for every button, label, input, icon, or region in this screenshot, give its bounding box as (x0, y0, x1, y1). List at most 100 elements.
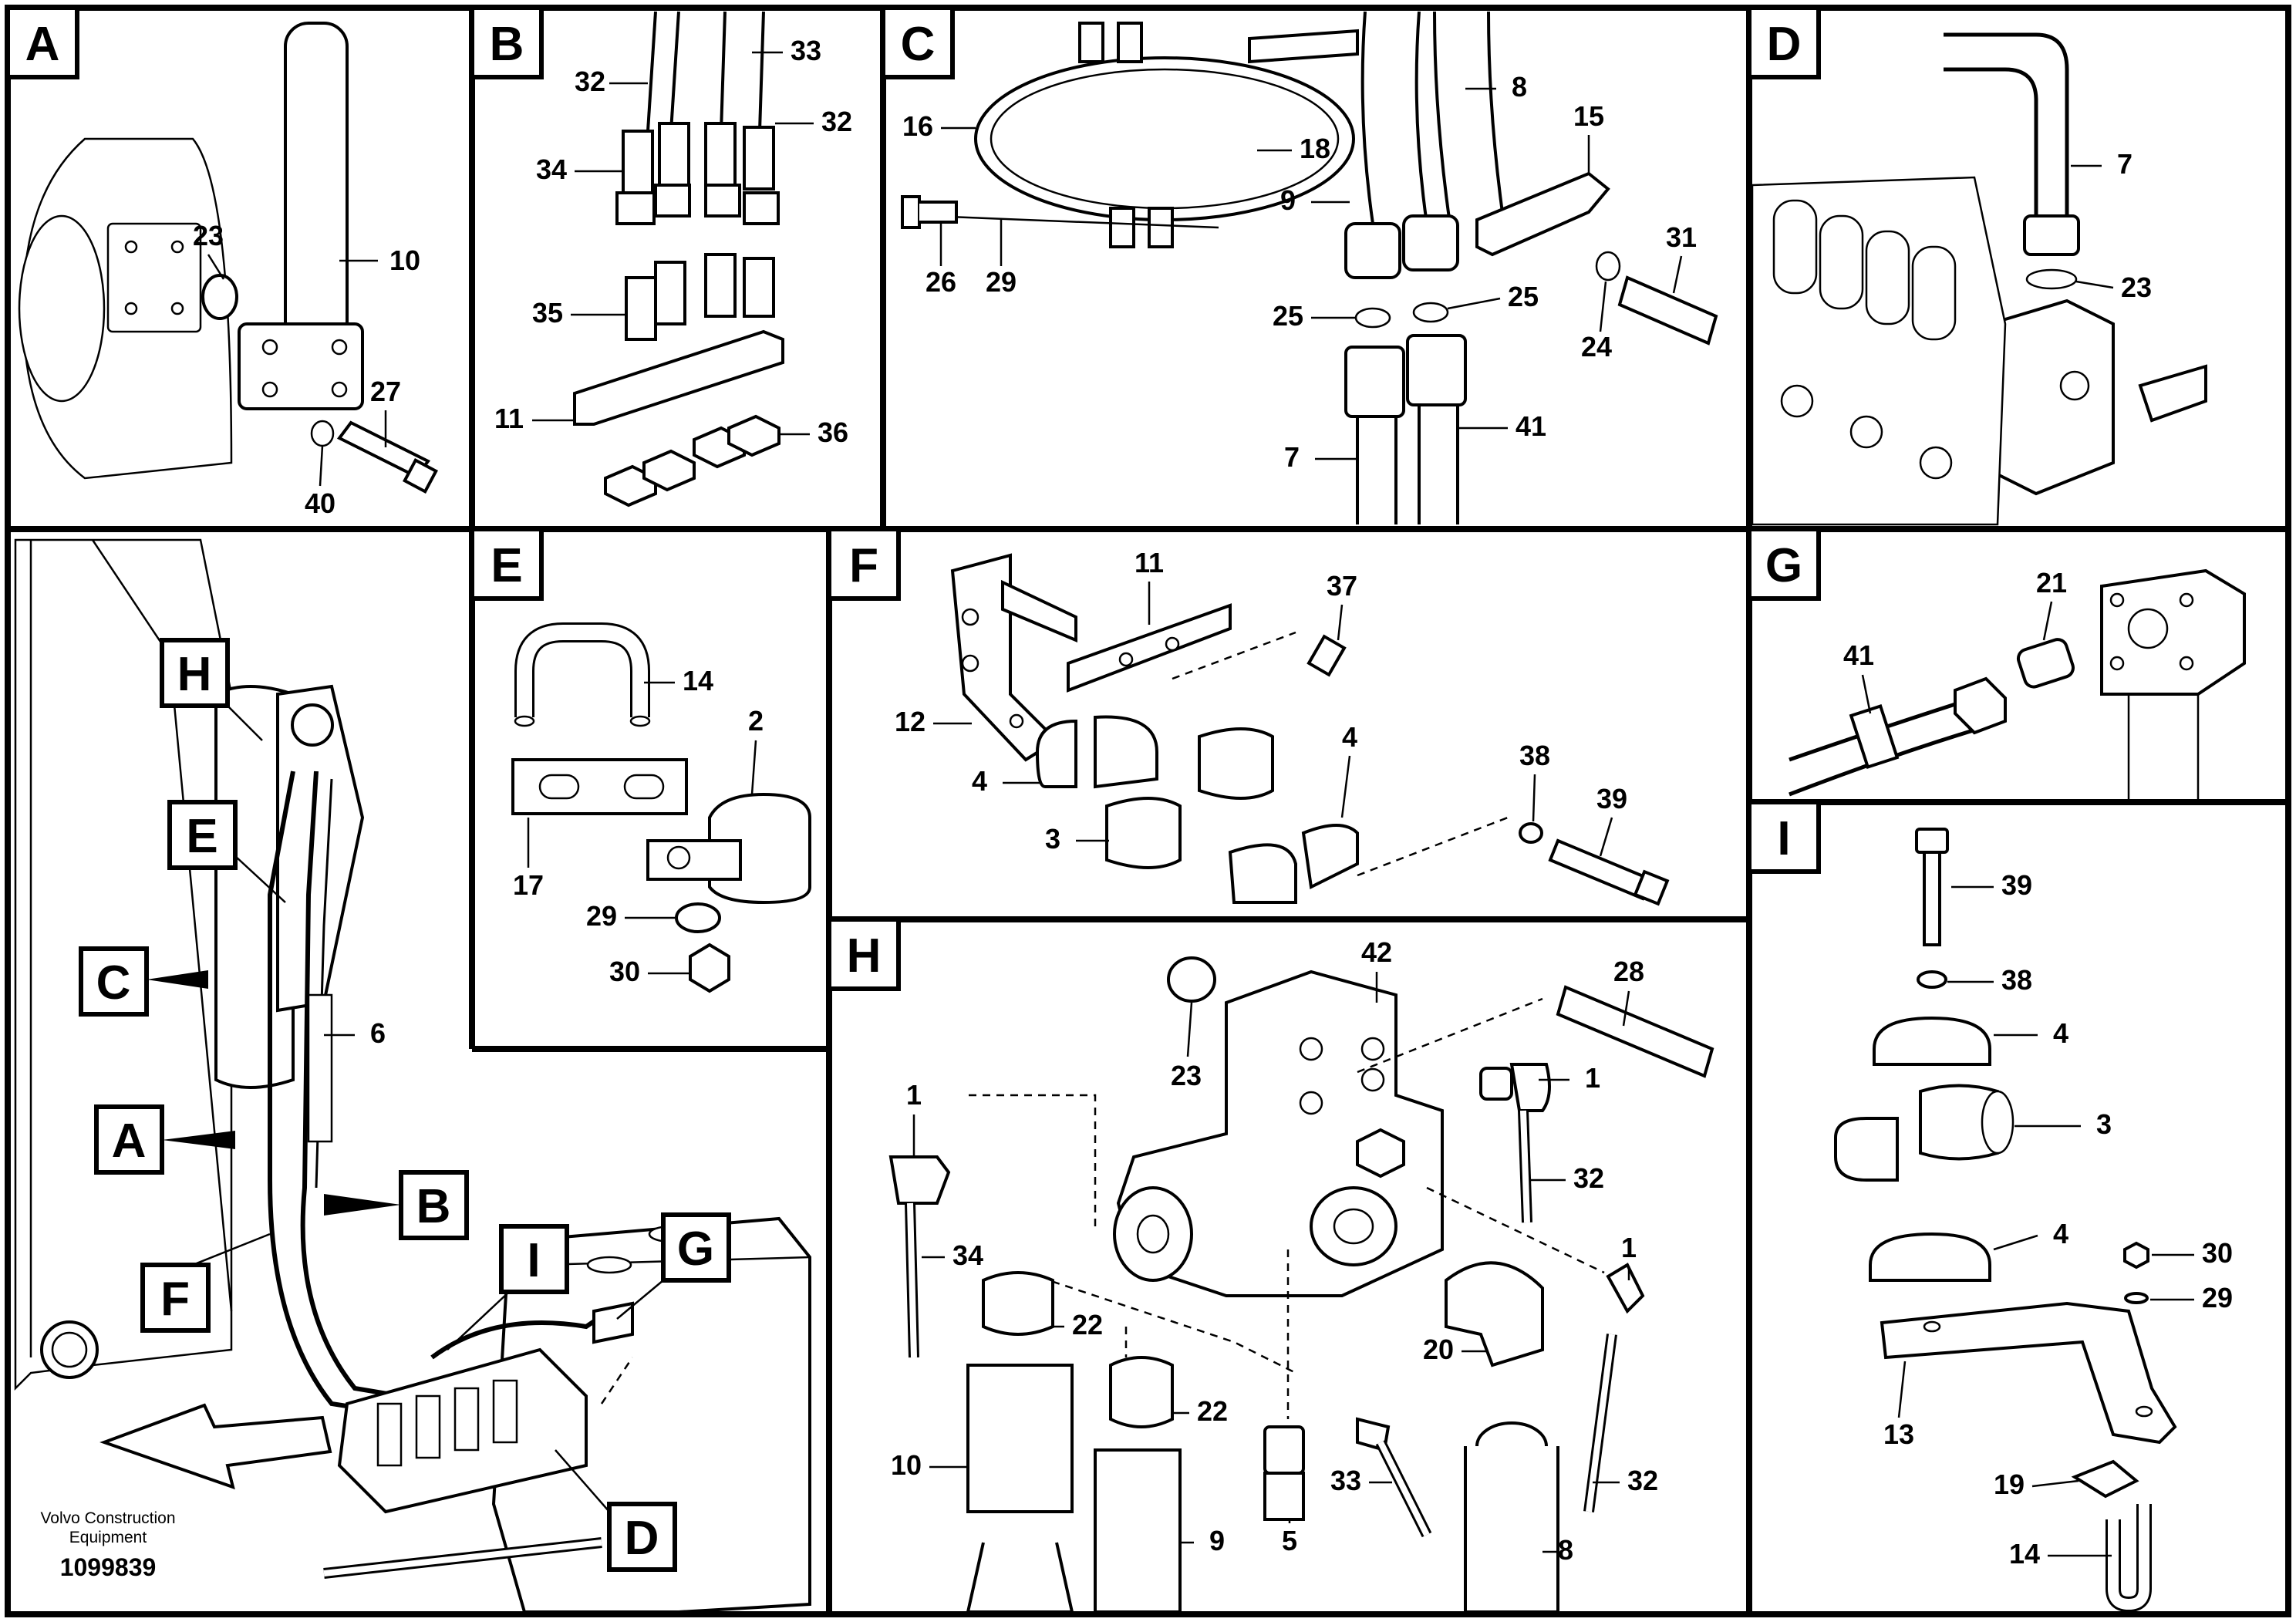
view-label-box (140, 1263, 211, 1333)
callout-label: 4 (972, 765, 987, 797)
callout-label: 39 (2001, 869, 2032, 901)
callout-label: 13 (1883, 1418, 1914, 1450)
callout-label: 21 (2036, 567, 2067, 599)
callout-label: 27 (370, 376, 401, 407)
callout-label: 32 (575, 66, 605, 97)
panel-d-drawing (1751, 32, 2207, 526)
panel-i: I 39 38 4 3 4 (1747, 800, 2233, 1613)
callout-label: 16 (902, 110, 933, 142)
callout-label: 9 (1209, 1525, 1225, 1556)
callout-label: 18 (1300, 133, 1330, 164)
panel-e: E 14 2 17 29 30 (470, 527, 811, 993)
callout-label: 1 (906, 1079, 922, 1111)
panel-a: A 23 10 27 40 (5, 5, 438, 519)
panel-c-letter-box (881, 5, 955, 79)
callout-label: 30 (2202, 1237, 2233, 1269)
footer: Volvo Construction Equipment 1099839 (40, 1509, 175, 1581)
view-label-box (167, 800, 238, 870)
callout-label: 26 (925, 266, 956, 298)
callout-label: 42 (1361, 936, 1392, 968)
callout-label: 25 (1273, 300, 1303, 332)
overview-view-labels: H E C A B F I G D 6 (79, 638, 731, 1572)
callout-label: 14 (683, 665, 713, 696)
drawing-number: 1099839 (60, 1553, 157, 1581)
callout-label: 32 (821, 106, 852, 137)
callout-label: 34 (536, 153, 567, 185)
view-label-box (160, 638, 230, 708)
callout-label: 3 (2096, 1108, 2112, 1140)
callout-label: 4 (2053, 1218, 2068, 1249)
arrow-icon (162, 1131, 235, 1149)
callout-label: 3 (1045, 823, 1060, 855)
panel-c-callouts: 16 18 8 15 26 29 9 25 25 24 31 7 41 (902, 71, 1697, 473)
panel-a-letter: A (25, 18, 60, 71)
panel-g-letter: G (1765, 539, 1802, 592)
panel-g-callouts: 21 41 (1843, 567, 2067, 714)
panel-c: C 16 18 (881, 5, 1718, 524)
arrow-icon (147, 970, 208, 989)
panel-b-letter: B (490, 18, 524, 71)
panel-f-letter: F (849, 539, 878, 592)
callout-label: 35 (532, 297, 563, 329)
panel-a-letter-box (5, 5, 79, 79)
view-label: H (177, 648, 212, 701)
callout-label: 28 (1613, 956, 1644, 987)
panel-f: F 11 37 12 4 (827, 527, 1670, 906)
callout-label: 30 (609, 956, 640, 987)
view-label-box (661, 1212, 731, 1283)
callout-label: 20 (1423, 1334, 1454, 1365)
panel-e-drawing (511, 622, 811, 993)
panel-e-letter: E (491, 539, 522, 592)
panel-i-drawing (1834, 828, 2177, 1613)
company-name-line1: Volvo Construction (40, 1509, 175, 1527)
callout-label: 19 (1994, 1469, 2025, 1500)
view-label-box (79, 946, 149, 1017)
panel-f-letter-box (827, 527, 901, 601)
callout-label: 25 (1508, 281, 1539, 312)
callout-label: 33 (1330, 1465, 1361, 1496)
panel-e-callouts: 14 2 17 29 30 (513, 665, 764, 987)
callout-label: 37 (1327, 570, 1357, 602)
callout-label: 10 (389, 244, 420, 276)
callout-label: 6 (370, 1017, 386, 1049)
view-label: A (112, 1114, 147, 1168)
callout-label: 8 (1512, 71, 1527, 103)
callout-label: 4 (1342, 721, 1357, 753)
panel-a-callouts: 23 10 27 40 (193, 220, 420, 519)
panel-g: G 21 41 (1747, 527, 2246, 802)
view-label: D (625, 1512, 659, 1565)
view-label-box (499, 1224, 569, 1294)
arrow-icon (324, 1194, 401, 1216)
panel-a-drawing (18, 22, 438, 494)
callout-label: 14 (2009, 1538, 2040, 1570)
view-label-box (94, 1104, 164, 1175)
view-label-box (607, 1502, 677, 1572)
panel-b-callouts: 32 33 32 34 35 11 36 (494, 35, 852, 448)
panel-g-drawing (1789, 568, 2246, 802)
callout-label: 22 (1197, 1395, 1228, 1427)
panel-c-drawing (901, 11, 1718, 524)
panel-d-letter-box (1747, 5, 1821, 79)
view-label: E (186, 810, 217, 863)
callout-label: 38 (2001, 964, 2032, 996)
callout-label: 41 (1515, 410, 1546, 442)
panel-h-letter-box (827, 917, 901, 991)
overview: H E C A B F I G D 6 (14, 538, 811, 1614)
panel-i-letter-box (1747, 800, 1821, 874)
callout-label: 23 (1171, 1060, 1202, 1091)
panel-d: D 7 23 (1747, 5, 2207, 526)
callout-label: 1 (1621, 1232, 1637, 1263)
panel-b-letter-box (470, 5, 544, 79)
callout-label: 39 (1596, 783, 1627, 814)
company-name-line2: Equipment (69, 1529, 147, 1546)
callout-label: 29 (586, 900, 617, 932)
callout-label: 33 (791, 35, 821, 66)
callout-label: 29 (2202, 1282, 2233, 1313)
callout-label: 11 (1135, 547, 1164, 578)
callout-label: 34 (952, 1239, 983, 1271)
panel-b-drawing (573, 11, 784, 508)
callout-label: 24 (1581, 331, 1612, 363)
callout-label: 23 (2121, 271, 2152, 303)
panel-h: H (827, 917, 1714, 1614)
